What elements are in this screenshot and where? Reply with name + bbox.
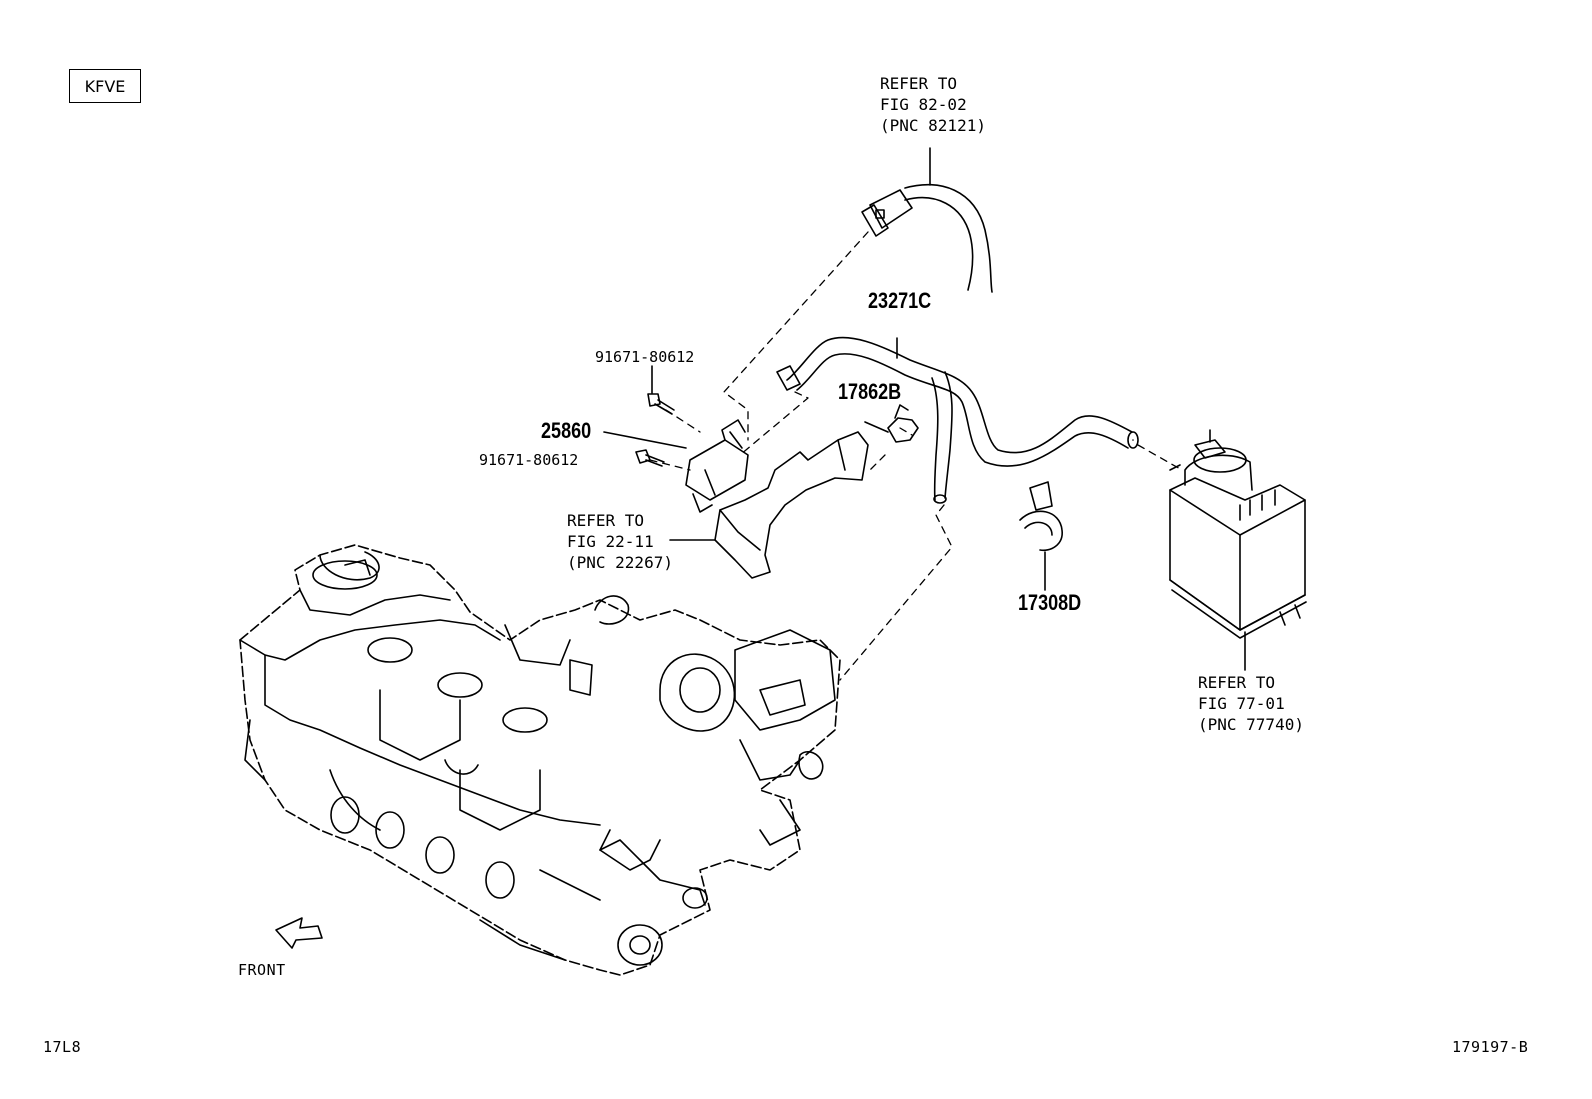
part-number-23271c: 23271C — [868, 288, 932, 313]
vsv-valve-25860 — [603, 419, 749, 513]
refer-mid-line2: FIG 22-11 — [567, 532, 654, 551]
hose-23271c — [776, 336, 1139, 504]
refer-top-line3: (PNC 82121) — [880, 116, 986, 135]
engine-code-box: KFVE — [69, 69, 141, 103]
front-label: FRONT — [238, 961, 286, 979]
refer-top-line1: REFER TO — [880, 74, 958, 93]
part-number-17308d: 17308D — [1018, 590, 1082, 615]
bolt-lower — [635, 449, 665, 467]
refer-to-fig-77-01: REFER TO FIG 77-01 (PNC 77740) — [1198, 672, 1304, 735]
refer-to-fig-22-11: REFER TO FIG 22-11 (PNC 22267) — [567, 510, 673, 573]
clamp-17862b — [864, 404, 919, 443]
footer-left-code: 17L8 — [43, 1038, 82, 1056]
bolt-upper — [647, 365, 675, 415]
refer-mid-line1: REFER TO — [567, 511, 645, 530]
part-number-25860: 25860 — [541, 418, 592, 443]
clamp-17308d — [1019, 481, 1063, 591]
part-number-91671-upper: 91671-80612 — [595, 348, 695, 366]
part-number-17862b: 17862B — [838, 379, 902, 404]
bracket — [669, 431, 869, 579]
refer-right-line1: REFER TO — [1198, 673, 1276, 692]
footer-right-code: 179197-B — [1452, 1038, 1529, 1056]
part-number-91671-lower: 91671-80612 — [479, 451, 579, 469]
front-arrow-icon — [275, 917, 323, 949]
assembly-lines — [649, 231, 1183, 681]
refer-top-line2: FIG 82-02 — [880, 95, 967, 114]
refer-right-line2: FIG 77-01 — [1198, 694, 1285, 713]
engine-block — [239, 544, 841, 976]
refer-mid-line3: (PNC 22267) — [567, 553, 673, 572]
wire-harness-connector — [861, 147, 993, 293]
refer-to-fig-82-02: REFER TO FIG 82-02 (PNC 82121) — [880, 73, 986, 136]
charcoal-canister — [1169, 429, 1307, 671]
refer-right-line3: (PNC 77740) — [1198, 715, 1304, 734]
